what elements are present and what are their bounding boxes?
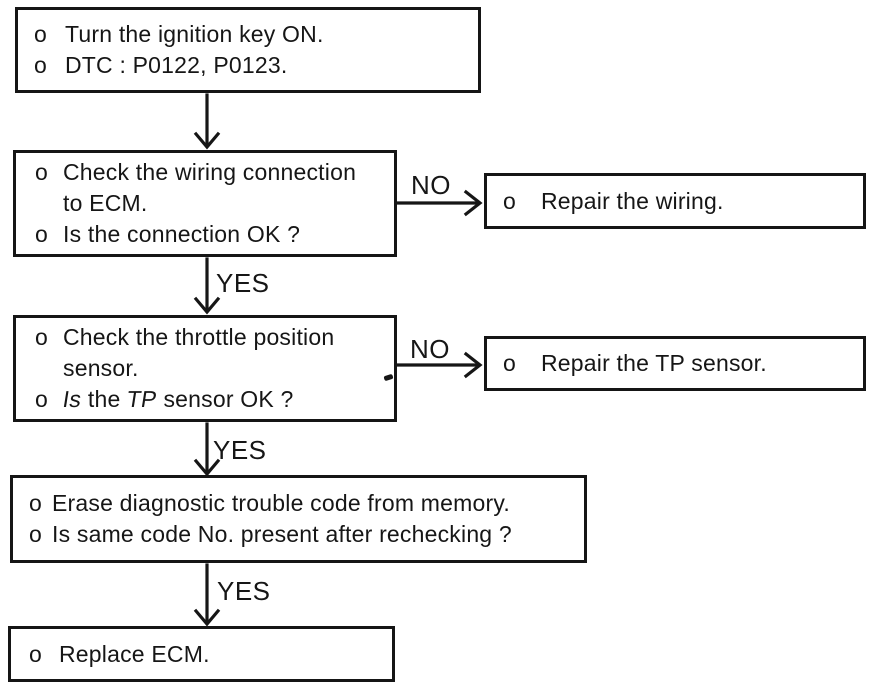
bullet-marker: o [34,52,47,78]
arrowhead-right-icon [463,189,483,217]
arrowhead-down-icon [193,296,221,315]
bullet-marker: o [35,386,48,412]
step-box-check-wiring: o Check the wiring connection to ECM. o … [13,150,397,257]
bullet-marker: o [35,324,48,350]
step-box-repair-wiring: o Repair the wiring. [484,173,866,229]
branch-label-yes-2: YES [213,435,267,465]
item-text: Is the connection OK ? [63,221,301,247]
bullet-marker: o [29,521,42,547]
step-box-repair-tp-sensor: o Repair the TP sensor. [484,336,866,391]
step-box-start: o Turn the ignition key ON. o DTC : P012… [15,7,481,93]
step-box-replace-ecm: o Replace ECM. [8,626,395,682]
bullet-marker: o [503,350,516,376]
list-item: o DTC : P0122, P0123. [34,50,478,81]
arrowhead-down-icon [193,131,221,150]
item-text-part: sensor OK ? [156,386,294,412]
list-item: o Check the wiring connection to ECM. [35,157,394,219]
branch-label-no-2: NO [410,334,450,364]
branch-label-yes-1: YES [216,268,270,298]
bullet-marker: o [29,490,42,516]
bullet-marker: o [34,21,47,47]
item-text: Repair the TP sensor. [541,350,767,376]
item-text: Repair the wiring. [541,187,724,214]
list-item: o Is the connection OK ? [35,219,394,250]
list-item: o Is the TP sensor OK ? [35,384,394,415]
item-text: Check the wiring connection to ECM. [63,159,357,216]
item-text: DTC : P0122, P0123. [65,52,288,78]
list-item: o Is same code No. present after recheck… [29,519,584,550]
item-text: Is the TP sensor OK ? [61,384,294,415]
step-box-erase-dtc: o Erase diagnostic trouble code from mem… [10,475,587,563]
bullet-marker: o [35,159,48,185]
list-item: o Turn the ignition key ON. [34,19,478,50]
list-item: o Erase diagnostic trouble code from mem… [29,488,584,519]
bullet-marker: o [503,187,516,214]
branch-label-yes-3: YES [217,576,271,606]
item-text: Is same code No. present after recheckin… [52,521,512,547]
item-text: Erase diagnostic trouble code from memor… [52,490,510,516]
item-text-part: the [81,386,128,412]
list-item: o Repair the wiring. [503,186,863,217]
arrowhead-right-icon [463,351,483,379]
list-item: o Check the throttle position sensor. [35,322,394,384]
bullet-marker: o [35,221,48,247]
item-text: Turn the ignition key ON. [65,21,324,47]
arrowhead-down-icon [193,608,221,627]
list-item: o Replace ECM. [29,639,392,670]
item-text: Check the throttle position sensor. [63,324,335,381]
bullet-marker: o [29,640,42,667]
step-box-check-tp-sensor: o Check the throttle position sensor. o … [13,315,397,422]
list-item: o Repair the TP sensor. [503,348,863,379]
branch-label-no-1: NO [411,170,451,200]
arrowhead-down-icon [193,458,221,477]
item-text-part: TP [125,386,159,412]
item-text: Replace ECM. [59,640,210,667]
